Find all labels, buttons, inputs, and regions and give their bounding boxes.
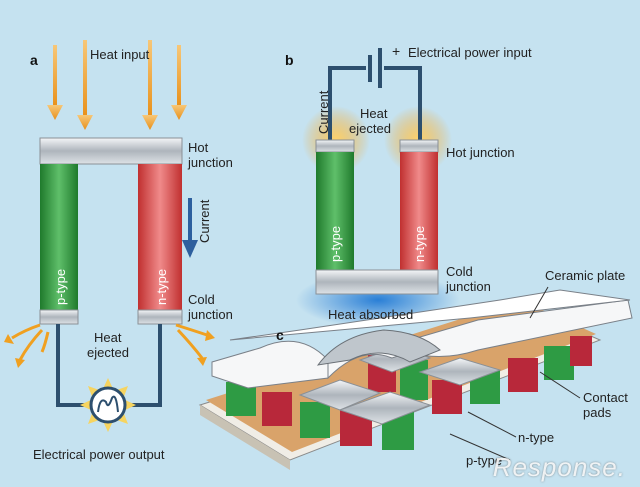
ceramic-plate-label: Ceramic plate [545,268,626,283]
panel-c [198,286,633,470]
panel-label-b: b [285,52,294,68]
n-type-leg [138,164,182,310]
p-type-leg [40,164,78,310]
hot-junction-label-a-line2: junction [188,155,233,170]
heat-absorbed-label: Heat absorbed [328,307,414,322]
heat-input-arrows [47,40,187,130]
contact-pads [298,345,502,425]
leader-lines [449,286,581,461]
n-type-leg-b [400,152,438,270]
hot-junction-label-b: Hot junction [446,145,515,160]
input-wire [328,66,366,140]
cold-junction-label-b-line2: junction [446,279,491,294]
current-label-a: Current [197,199,212,243]
output-wire-right [128,324,162,407]
battery-icon [368,48,382,88]
lamp-icon [80,378,136,432]
cold-junction-pad-right [137,309,183,325]
bottom-plate-side [200,405,290,470]
leg-array [226,336,592,450]
output-wire [56,324,88,407]
cold-junction-label-a-line2: junction [188,307,233,322]
power-output-label: Electrical power output [33,447,165,462]
hot-junction-plate [39,137,183,165]
heat-ejected-label-a-line1: Heat [94,330,122,345]
hot-junction-pad-right [399,139,439,153]
heat-input-label: Heat input [90,47,150,62]
p-type-label-b: p-type [328,225,343,262]
hot-junction-pad-left [315,139,355,153]
current-arrow [182,198,198,258]
n-type-label-a: n-type [154,268,169,305]
panel-label-c: c [276,327,284,343]
contact-pads-label-line2: pads [583,405,612,420]
cold-junction-label-a-line1: Cold [188,292,215,307]
p-type-label-c: p-type [466,453,503,468]
cold-junction-plate [315,269,439,295]
heat-ejected-label-a-line2: ejected [87,345,129,360]
current-label-b: Current [316,90,331,134]
input-wire-right [384,66,422,140]
heat-ejected-arrows [4,323,215,368]
plus-sign: + [392,43,401,59]
n-type-label-c: n-type [518,430,555,445]
p-type-leg-b [316,152,354,270]
cold-junction-label-b-line1: Cold [446,264,473,279]
top-plate-top [229,289,631,341]
contact-pads-label-line1: Contact [583,390,628,405]
heat-ejected-label-b-line1: Heat [360,106,388,121]
cutaway-flap [316,329,441,366]
response-watermark: Response. [492,452,626,482]
cold-junction-pad-left [39,309,79,325]
n-type-label-b: n-type [412,225,427,262]
panel-label-a: a [30,52,38,68]
panel-a [4,40,215,432]
heat-ejected-label-b-line2: ejected [349,121,391,136]
power-input-label: Electrical power input [408,45,532,60]
p-type-label-a: p-type [53,268,68,305]
hot-junction-label-a-line1: Hot [188,140,209,155]
